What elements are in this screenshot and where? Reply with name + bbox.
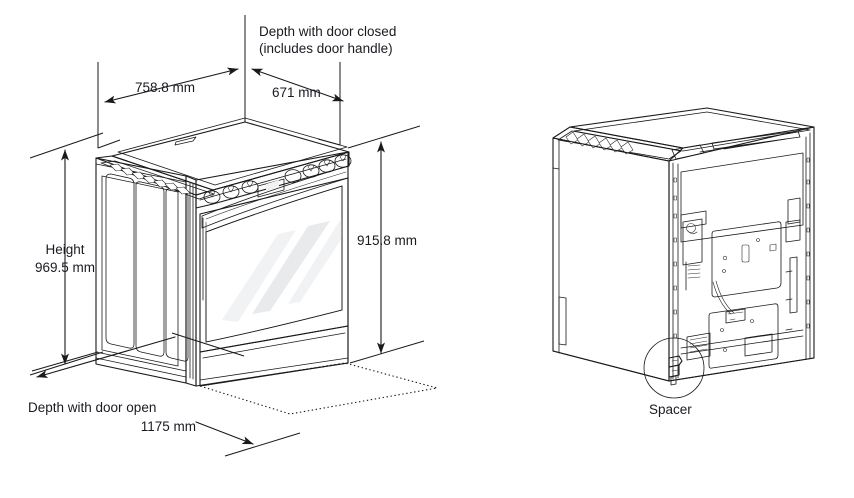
control-panel: [195, 151, 352, 209]
spacer-callout: [643, 337, 705, 399]
door-open-floor-footprint: [199, 362, 438, 415]
spacer-callout-label: Spacer: [649, 402, 692, 417]
oven-door-open: [95, 157, 189, 384]
range-rear-illustration: [552, 107, 815, 399]
dimension-cooktop-height: 915.8 mm: [357, 233, 417, 248]
left-view-dimension-lines: [29, 15, 425, 457]
storage-drawer: [199, 325, 349, 387]
dimension-depth-open-label: Depth with door open: [28, 400, 156, 415]
depth-closed-note-line2: (includes door handle): [259, 41, 393, 56]
dimension-width: 758.8 mm: [135, 80, 195, 95]
depth-closed-note-line1: Depth with door closed: [259, 24, 396, 39]
oven-door-front: [199, 165, 349, 353]
dimension-depth-closed: 671 mm: [272, 85, 321, 100]
dimension-height-value: 969.5 mm: [35, 260, 95, 275]
dimension-depth-open-value: 1175 mm: [141, 419, 196, 434]
burner-knobs: [203, 154, 352, 204]
range-left-body: [185, 175, 197, 387]
range-front-illustration: [95, 117, 438, 415]
dimension-height-label: Height: [45, 242, 84, 257]
